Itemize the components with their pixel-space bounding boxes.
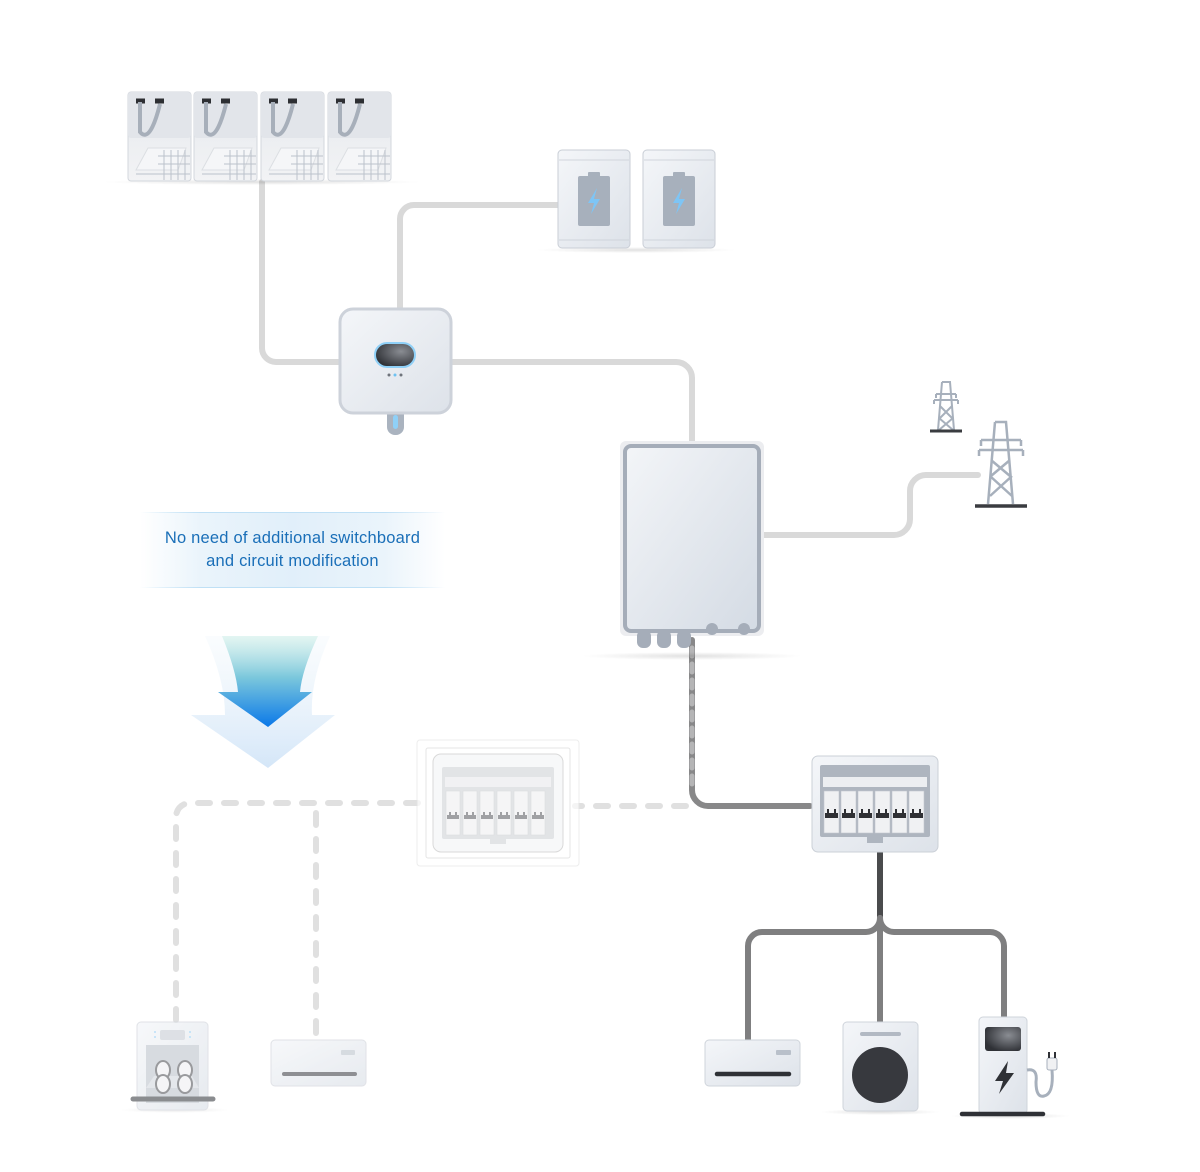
wire-dashed-left xyxy=(173,800,421,1023)
power-tower-large xyxy=(975,420,1027,508)
lightning-icon xyxy=(673,188,685,214)
wire-load-ev xyxy=(877,915,1007,1021)
caption-banner: No need of additional switchboard and ci… xyxy=(140,512,445,588)
lightning-icon xyxy=(995,1061,1014,1094)
battery-icon xyxy=(578,172,610,226)
washer-drum xyxy=(852,1047,908,1103)
inverter-display xyxy=(374,342,416,368)
lightning-icon xyxy=(588,188,600,214)
air-conditioner-disconnected xyxy=(270,1039,367,1087)
ev-charger xyxy=(950,1016,1070,1119)
wire-backup-switchboard xyxy=(689,637,813,809)
dishwasher-disconnected xyxy=(120,1021,230,1113)
caption-line-1: No need of additional switchboard xyxy=(164,529,421,547)
solar-panel xyxy=(193,91,258,182)
battery-bank xyxy=(536,149,736,253)
wire-inverter-backup xyxy=(447,359,695,447)
charging-cable xyxy=(1026,1068,1054,1098)
wire-solar-inverter xyxy=(259,179,345,365)
breaker-row xyxy=(445,790,546,836)
solar-panel xyxy=(260,91,325,182)
wire-battery-inverter xyxy=(397,202,561,313)
washing-machine xyxy=(820,1021,940,1115)
down-arrow-icon xyxy=(191,636,335,768)
solar-panel xyxy=(327,91,392,182)
solar-panel-array xyxy=(102,91,422,185)
breaker-row xyxy=(823,790,925,834)
backup-box xyxy=(582,441,802,660)
wires xyxy=(173,179,1007,1043)
caption-line-2: and circuit modification xyxy=(206,552,379,570)
battery-module xyxy=(642,149,716,249)
power-tower-small xyxy=(930,381,962,433)
battery-icon xyxy=(663,172,695,226)
additional-switchboard-not-needed xyxy=(416,739,580,867)
battery-module xyxy=(557,149,631,249)
existing-switchboard xyxy=(811,755,939,853)
air-conditioner xyxy=(704,1039,801,1087)
inverter xyxy=(338,307,453,435)
solar-panel xyxy=(127,91,192,182)
cable-glands xyxy=(637,623,750,648)
ev-charger-screen xyxy=(985,1027,1021,1051)
wire-grid-backup xyxy=(761,472,981,538)
utility-grid xyxy=(930,381,1027,508)
